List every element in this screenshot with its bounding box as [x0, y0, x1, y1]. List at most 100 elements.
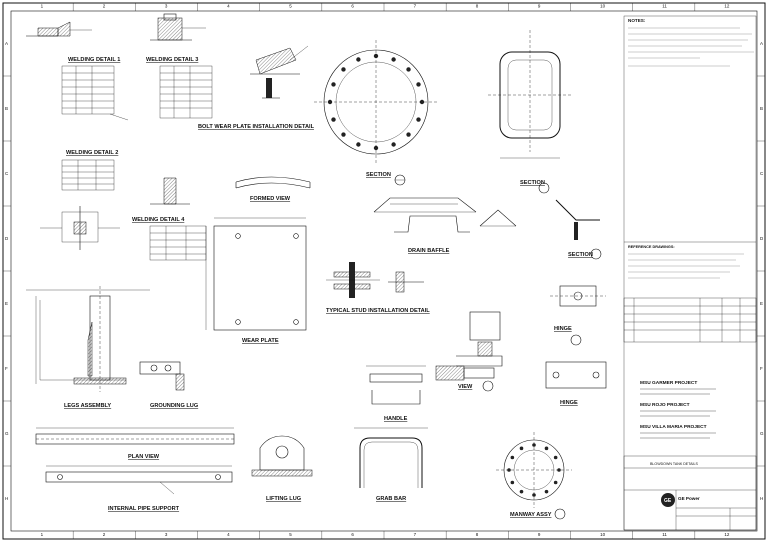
column-marker-7: 7 [414, 4, 417, 9]
handle: HANDLE [366, 365, 426, 422]
section-c: SECTION [555, 199, 602, 260]
bolt-hole [416, 82, 421, 87]
column-marker-12: 12 [724, 532, 730, 537]
column-marker-5: 5 [289, 4, 292, 9]
title-block: BLOWDOWN TANK DETAILS GE GE Power [623, 455, 757, 531]
grounding-lug-title: GROUNDING LUG [150, 403, 198, 409]
welding-detail-4: WELDING DETAIL 4 [132, 177, 207, 261]
flange-bolt-circle [327, 53, 425, 151]
welding-detail-4-title: WELDING DETAIL 4 [132, 217, 185, 223]
row-marker-D: D [760, 236, 764, 241]
row-marker-H: H [5, 496, 8, 501]
column-marker-1: 1 [41, 532, 44, 537]
project-block: MSU GARMER PROJECT MSU ROJO PROJECT MSU … [640, 380, 716, 439]
row-marker-H: H [760, 496, 763, 501]
ge-logo-icon [661, 493, 675, 507]
drawing-title: BLOWDOWN TANK DETAILS [650, 462, 699, 466]
row-marker-C: C [760, 171, 764, 176]
bolt-hole [341, 132, 346, 137]
bolt-hole [553, 455, 558, 460]
row-marker-G: G [760, 431, 764, 436]
column-marker-9: 9 [538, 532, 541, 537]
welding-detail-1-title: WELDING DETAIL 1 [68, 57, 120, 63]
section-c-title: SECTION [568, 252, 593, 258]
project-garmer: MSU GARMER PROJECT [640, 380, 697, 386]
welding-detail-1: WELDING DETAIL 1 [26, 21, 129, 121]
bolt-hole [356, 142, 361, 147]
bolt-wear-plate-detail: BOLT WEAR PLATE INSTALLATION DETAIL [198, 45, 315, 130]
plan-view-title: PLAN VIEW [128, 454, 160, 460]
column-marker-8: 8 [476, 532, 479, 537]
bolt-hole [519, 446, 524, 451]
row-marker-G: G [5, 431, 9, 436]
hinge-plate: HINGE [545, 361, 607, 406]
legs-assembly: LEGS ASSEMBLY [26, 286, 150, 409]
bolt-hole [406, 67, 411, 72]
section-b-title: SECTION [366, 172, 391, 178]
legs-assembly-title: LEGS ASSEMBLY [64, 403, 111, 409]
bolt-wear-plate-title: BOLT WEAR PLATE INSTALLATION DETAIL [198, 124, 315, 130]
project-villa-maria: MSU VILLA MARIA PROJECT [640, 424, 707, 430]
bolt-hole [553, 480, 558, 485]
column-marker-3: 3 [165, 4, 168, 9]
welding-detail-2-title: WELDING DETAIL 2 [66, 150, 118, 156]
column-marker-5: 5 [289, 532, 292, 537]
row-marker-B: B [5, 106, 8, 111]
outer-frame [2, 2, 766, 540]
section-a-nozzle: SECTION [488, 30, 572, 194]
bolt-hole [341, 67, 346, 72]
column-marker-6: 6 [351, 4, 354, 9]
section-a-title: SECTION [520, 180, 545, 186]
wear-plate-title: WEAR PLATE [242, 338, 279, 344]
hinge-plate-title: HINGE [560, 400, 578, 406]
angle-bracket [479, 209, 517, 227]
revision-table [623, 297, 757, 343]
row-marker-F: F [760, 366, 763, 371]
row-marker-A: A [760, 41, 763, 46]
project-rojo: MSU ROJO PROJECT [640, 402, 690, 408]
column-marker-9: 9 [538, 4, 541, 9]
section-b-flange: SECTION [314, 40, 438, 186]
drain-baffle-title: DRAIN BAFFLE [408, 248, 450, 254]
inner-frame [10, 10, 758, 532]
grab-bar-title: GRAB BAR [376, 496, 406, 502]
hinge-title: HINGE [554, 326, 572, 332]
row-marker-C: C [5, 171, 9, 176]
bolt-hole [532, 443, 536, 447]
bolt-hole [331, 82, 336, 87]
manway-bolt-circle [507, 443, 561, 497]
bolt-hole [507, 468, 511, 472]
reference-lines [628, 253, 744, 279]
formed-view-title: FORMED VIEW [250, 196, 291, 202]
wear-plate: WEAR PLATE [205, 217, 307, 344]
flange-assembly [456, 311, 503, 367]
row-marker-E: E [760, 301, 763, 306]
plan-view: PLAN VIEW [35, 427, 235, 460]
formed-view: FORMED VIEW [235, 176, 311, 202]
view-detail: VIEW [435, 365, 495, 392]
column-marker-11: 11 [662, 4, 667, 9]
grab-bar: GRAB BAR [354, 427, 428, 502]
column-marker-2: 2 [103, 4, 106, 9]
welding-detail-2: WELDING DETAIL 2 [61, 150, 118, 191]
welding-detail-3: WELDING DETAIL 3 [146, 13, 213, 119]
ge-logo-text: GE [664, 498, 672, 504]
row-marker-E: E [5, 301, 8, 306]
bolt-hole [406, 132, 411, 137]
notes-title: NOTES: [628, 18, 646, 23]
column-marker-6: 6 [351, 532, 354, 537]
column-marker-10: 10 [600, 532, 606, 537]
typical-stud-title: TYPICAL STUD INSTALLATION DETAIL [326, 308, 430, 314]
column-marker-7: 7 [414, 532, 417, 537]
column-marker-1: 1 [41, 4, 44, 9]
column-marker-11: 11 [662, 532, 667, 537]
reference-drawings-title: REFERENCE DRAWINGS: [628, 245, 675, 249]
bolt-hole [416, 117, 421, 122]
column-marker-4: 4 [227, 532, 230, 537]
typical-stud-detail: TYPICAL STUD INSTALLATION DETAIL [326, 262, 430, 314]
column-marker-8: 8 [476, 4, 479, 9]
row-marker-F: F [5, 366, 8, 371]
